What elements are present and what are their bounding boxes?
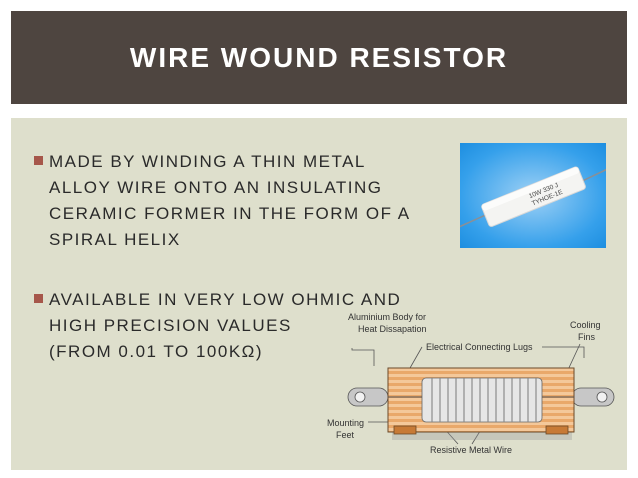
label-mounting-line-1: Mounting — [327, 418, 364, 428]
slide-title: WIRE WOUND RESISTOR — [129, 41, 509, 73]
label-aluminium-body-line-2: Heat Dissapation — [358, 324, 427, 334]
bullet-1-text: MADE BY WINDING A THIN METAL ALLOY WIRE … — [49, 152, 411, 249]
bullet-1: MADE BY WINDING A THIN METAL ALLOY WIRE … — [34, 149, 411, 253]
resistor-diagram: Aluminium Body for Heat Dissapation Cool… — [327, 312, 615, 455]
resistor-photo: 10W 330 J TYHOE-1E — [449, 143, 617, 248]
label-connecting-lugs: Electrical Connecting Lugs — [426, 342, 533, 352]
ceramic-body: 10W 330 J TYHOE-1E — [481, 166, 586, 227]
resistor-photo-drawing: 10W 330 J TYHOE-1E — [449, 164, 617, 232]
bullet-square-icon — [34, 156, 43, 165]
left-lug — [347, 387, 389, 407]
resistive-wire-coils — [431, 378, 537, 422]
label-mounting-line-2: Feet — [336, 430, 355, 440]
bullet-2-text: AVAILABLE IN VERY LOW OHMIC AND HIGH PRE… — [49, 290, 402, 361]
label-aluminium-body-line-1: Aluminium Body for — [348, 312, 426, 322]
label-cooling-line-1: Cooling — [570, 320, 601, 330]
label-cooling-line-2: Fins — [578, 332, 596, 342]
bullet-2: AVAILABLE IN VERY LOW OHMIC AND HIGH PRE… — [34, 287, 401, 365]
mounting-foot-right — [545, 425, 569, 435]
label-resistive-wire: Resistive Metal Wire — [430, 445, 512, 455]
right-lug — [571, 387, 615, 407]
title-bar: WIRE WOUND RESISTOR — [11, 11, 627, 104]
bullet-square-icon — [34, 294, 43, 303]
mounting-foot-left — [393, 425, 417, 435]
